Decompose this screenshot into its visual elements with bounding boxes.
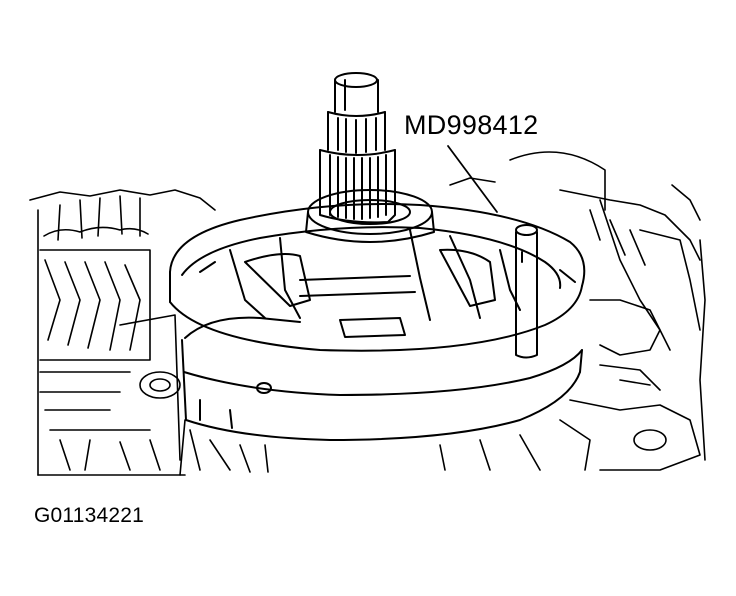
transmission-case-left	[29, 189, 269, 476]
figure-id-label: G01134221	[34, 504, 145, 527]
tool-callout-label: MD998412	[404, 110, 539, 140]
callout-leader-line	[447, 145, 498, 213]
input-shaft	[319, 72, 396, 224]
transmission-case-right	[439, 151, 706, 471]
special-tool-pin	[515, 224, 538, 359]
pump-lower-body	[181, 316, 583, 441]
